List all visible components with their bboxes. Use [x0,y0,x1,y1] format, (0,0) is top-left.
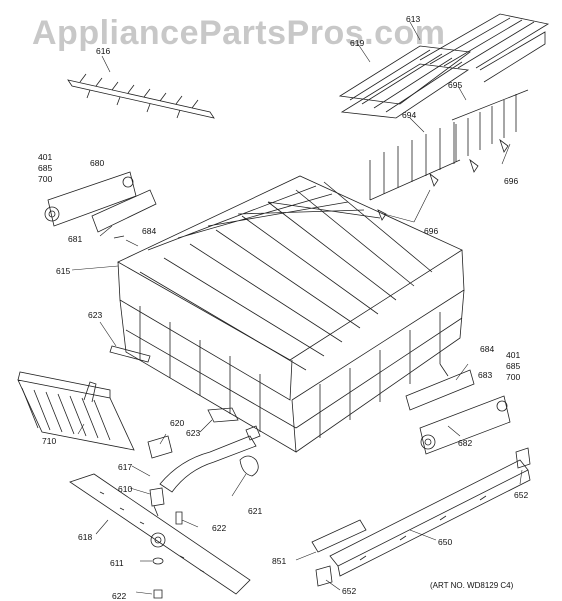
callout-623-b: 623 [186,428,201,438]
part-618-spray-arm [70,474,250,594]
callout-684-a: 684 [142,226,157,236]
callout-685-b: 685 [506,361,521,371]
part-652-cap-b [316,566,332,586]
callout-696-b: 696 [424,226,439,236]
callout-652-a: 652 [514,490,529,500]
callout-623-a: 623 [88,310,103,320]
part-650-slide-rail [330,460,530,576]
part-611-nut [153,558,163,564]
part-623-clip-b [208,408,238,422]
callout-622-a: 622 [212,523,227,533]
callout-695: 695 [448,80,463,90]
part-616-tine-row [68,74,214,118]
callout-683: 683 [478,370,493,380]
callout-618: 618 [78,532,93,542]
callout-681: 681 [68,234,83,244]
callout-700-a: 700 [38,174,53,184]
callout-685-a: 685 [38,163,53,173]
callout-851: 851 [272,556,287,566]
part-623-clip [110,346,150,362]
part-680-rail-bracket [45,172,156,238]
part-615-upper-rack [118,176,464,452]
part-621-fitting [240,456,258,476]
callout-620: 620 [170,418,185,428]
part-617-tube [160,426,260,492]
callout-684-b: 684 [480,344,495,354]
part-622-screw-a [176,512,182,524]
callout-680: 680 [90,158,105,168]
callout-710: 710 [42,436,57,446]
part-851-stop [312,520,366,552]
callout-617: 617 [118,462,133,472]
part-683-bracket [406,364,474,410]
callout-700-b: 700 [506,372,521,382]
callout-652-b: 652 [342,586,357,596]
callout-613: 613 [406,14,421,24]
callout-696-a: 696 [504,176,519,186]
callout-611: 611 [110,558,124,568]
watermark: AppliancePartsPros.com [32,14,446,52]
part-710-basket [18,372,134,450]
callout-694: 694 [402,110,417,120]
part-622-screw-b [154,590,162,598]
part-610-hub [150,488,164,516]
leader-lines [72,22,522,594]
callout-401-b: 401 [506,350,521,360]
callout-stack-right: 401 685 700 [506,350,520,383]
callout-682: 682 [458,438,473,448]
callout-619: 619 [350,38,365,48]
callout-610: 610 [118,484,133,494]
callout-615: 615 [56,266,71,276]
callout-616: 616 [96,46,111,56]
part-652-cap-a [516,448,530,468]
part-694-tines [370,90,528,220]
callout-stack-left: 401 685 700 [38,152,52,185]
callout-621: 621 [248,506,263,516]
part-620-clip [148,436,172,458]
part-682-rail [420,396,510,454]
callout-650: 650 [438,537,453,547]
art-number: (ART NO. WD8129 C4) [430,581,514,590]
part-613-619-shelf [340,14,548,118]
callout-401-a: 401 [38,152,53,162]
callout-622-b: 622 [112,591,127,601]
